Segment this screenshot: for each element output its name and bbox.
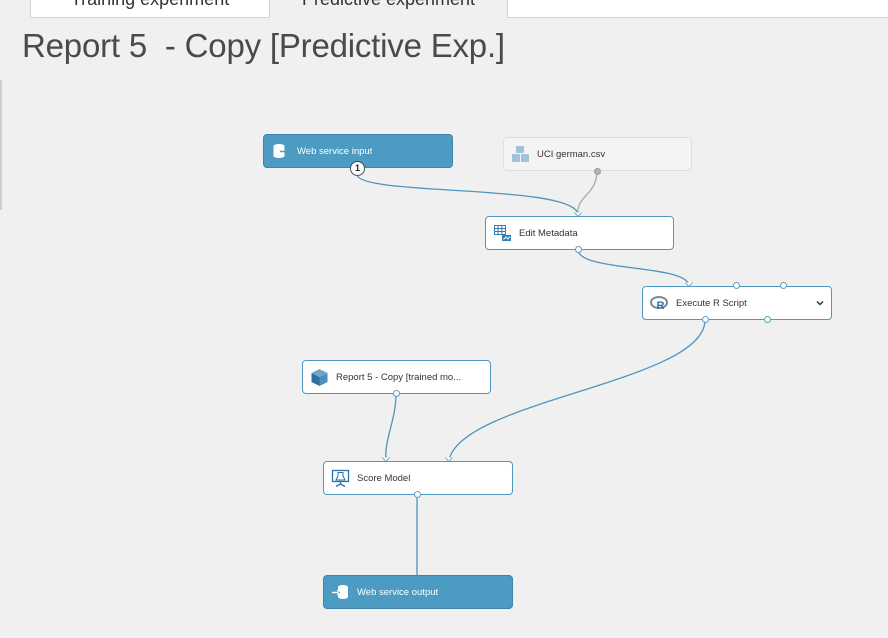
tab-empty[interactable] bbox=[507, 0, 888, 18]
module-uci-german-dataset[interactable]: UCI german.csv bbox=[503, 137, 692, 171]
module-web-service-input[interactable]: Web service input bbox=[263, 134, 453, 168]
wire-uci-german-to-edit-metadata[interactable] bbox=[577, 170, 598, 215]
page-title: Report 5 - Copy [Predictive Exp.] bbox=[22, 27, 505, 64]
input-port[interactable] bbox=[780, 282, 787, 289]
dataset-icon bbox=[511, 145, 530, 164]
output-port[interactable] bbox=[393, 390, 400, 397]
output-port[interactable] bbox=[575, 246, 582, 253]
module-score-model[interactable]: Score Model bbox=[323, 461, 513, 495]
output-port[interactable] bbox=[414, 491, 421, 498]
module-web-service-output[interactable]: Web service output bbox=[323, 575, 513, 609]
experiment-tab-bar: Training experiment Predictive experimen… bbox=[0, 0, 888, 18]
module-label: Web service output bbox=[357, 586, 439, 598]
r-logo-icon: R bbox=[650, 294, 669, 313]
input-port-arrow[interactable] bbox=[382, 457, 390, 462]
tab-label: Training experiment bbox=[31, 0, 269, 10]
output-port[interactable] bbox=[764, 316, 771, 323]
score-model-icon bbox=[331, 469, 350, 488]
module-label: UCI german.csv bbox=[537, 148, 606, 160]
module-label: Score Model bbox=[357, 472, 411, 484]
module-label: Web service input bbox=[297, 145, 373, 157]
input-port-arrow[interactable] bbox=[574, 212, 582, 217]
input-port-arrow[interactable] bbox=[685, 282, 693, 287]
input-port-arrow[interactable] bbox=[445, 457, 453, 462]
svg-text:R: R bbox=[657, 300, 665, 312]
left-panel-edge bbox=[0, 80, 2, 210]
wire-web-input-to-edit-metadata[interactable] bbox=[356, 174, 579, 215]
wire-edit-metadata-to-execute-r[interactable] bbox=[577, 249, 690, 286]
module-label: Edit Metadata bbox=[519, 227, 578, 239]
module-edit-metadata[interactable]: Edit Metadata bbox=[485, 216, 674, 250]
module-label: Execute R Script bbox=[676, 297, 747, 309]
output-port[interactable] bbox=[702, 316, 709, 323]
tab-label: Predictive experiment bbox=[270, 0, 507, 10]
chevron-down-icon[interactable] bbox=[815, 298, 825, 308]
wire-execute-r-to-score-model[interactable] bbox=[448, 319, 706, 461]
web-service-output-icon bbox=[331, 583, 350, 602]
output-port[interactable] bbox=[594, 168, 601, 175]
edit-metadata-icon bbox=[493, 224, 512, 243]
web-service-input-icon bbox=[271, 142, 290, 161]
wire-trained-model-to-score-model[interactable] bbox=[385, 393, 397, 461]
module-trained-model[interactable]: Report 5 - Copy [trained mo... bbox=[302, 360, 491, 394]
trained-model-cube-icon bbox=[310, 368, 329, 387]
input-port[interactable] bbox=[733, 282, 740, 289]
module-label: Report 5 - Copy [trained mo... bbox=[336, 371, 462, 383]
output-port-badge[interactable]: 1 bbox=[350, 161, 365, 176]
module-execute-r-script[interactable]: R Execute R Script bbox=[642, 286, 832, 320]
